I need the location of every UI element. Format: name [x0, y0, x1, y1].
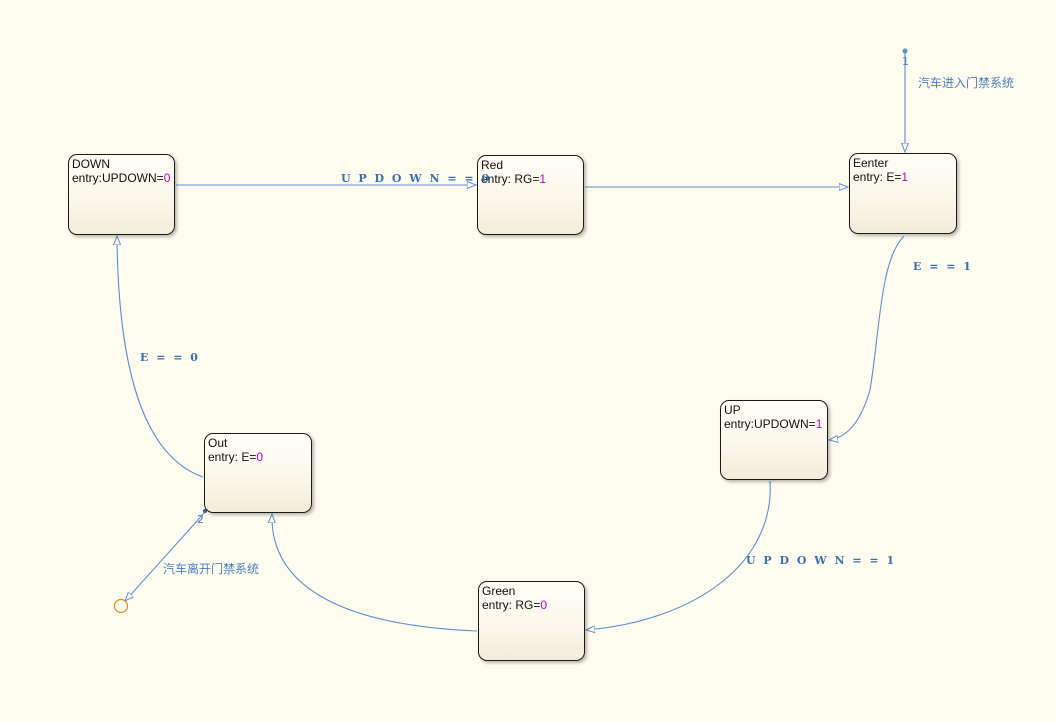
transition-label-out-to-down[interactable]: E = = 0	[140, 351, 200, 364]
state-eenter[interactable]: Eenter entry: E=1	[849, 153, 957, 234]
default-transition-dot	[902, 48, 908, 54]
state-name: UP	[724, 403, 741, 417]
transition-label-down-to-red[interactable]: U P D O W N = = 0	[341, 172, 492, 185]
transition-out-to-exit[interactable]	[125, 510, 207, 601]
state-entry-action: entry: RG=0	[482, 598, 548, 612]
transition-green-to-out[interactable]	[272, 514, 478, 632]
transition-up-to-green[interactable]	[586, 480, 771, 630]
entry-note[interactable]: 汽车进入门禁系统	[918, 76, 1015, 90]
state-name: Red	[481, 158, 504, 172]
state-down[interactable]: DOWN entry:UPDOWN=0	[68, 154, 175, 235]
state-entry-action: entry: RG=1	[481, 172, 547, 186]
exit-note[interactable]: 汽车离开门禁系统	[163, 562, 260, 576]
transition-out-to-down[interactable]	[117, 236, 204, 478]
state-name: Out	[208, 436, 228, 450]
state-entry-action: entry:UPDOWN=1	[724, 417, 823, 431]
exit-execution-order: 2	[197, 513, 204, 526]
transition-label-up-to-green[interactable]: U P D O W N = = 1	[746, 554, 897, 567]
entry-execution-order: 1	[902, 55, 909, 68]
terminal-junction[interactable]	[113, 598, 129, 614]
state-entry-action: entry: E=0	[208, 450, 264, 464]
transition-label-eenter-to-up[interactable]: E = = 1	[913, 260, 973, 273]
state-red[interactable]: Red entry: RG=1	[477, 155, 584, 235]
state-green[interactable]: Green entry: RG=0	[478, 581, 585, 661]
state-entry-action: entry: E=1	[853, 170, 909, 184]
state-entry-action: entry:UPDOWN=0	[72, 171, 171, 185]
state-name: Eenter	[853, 156, 889, 170]
state-up[interactable]: UP entry:UPDOWN=1	[720, 400, 828, 480]
state-name: Green	[482, 584, 516, 598]
state-name: DOWN	[72, 157, 110, 171]
state-out[interactable]: Out entry: E=0	[204, 433, 312, 513]
transition-eenter-to-up[interactable]	[829, 235, 905, 440]
